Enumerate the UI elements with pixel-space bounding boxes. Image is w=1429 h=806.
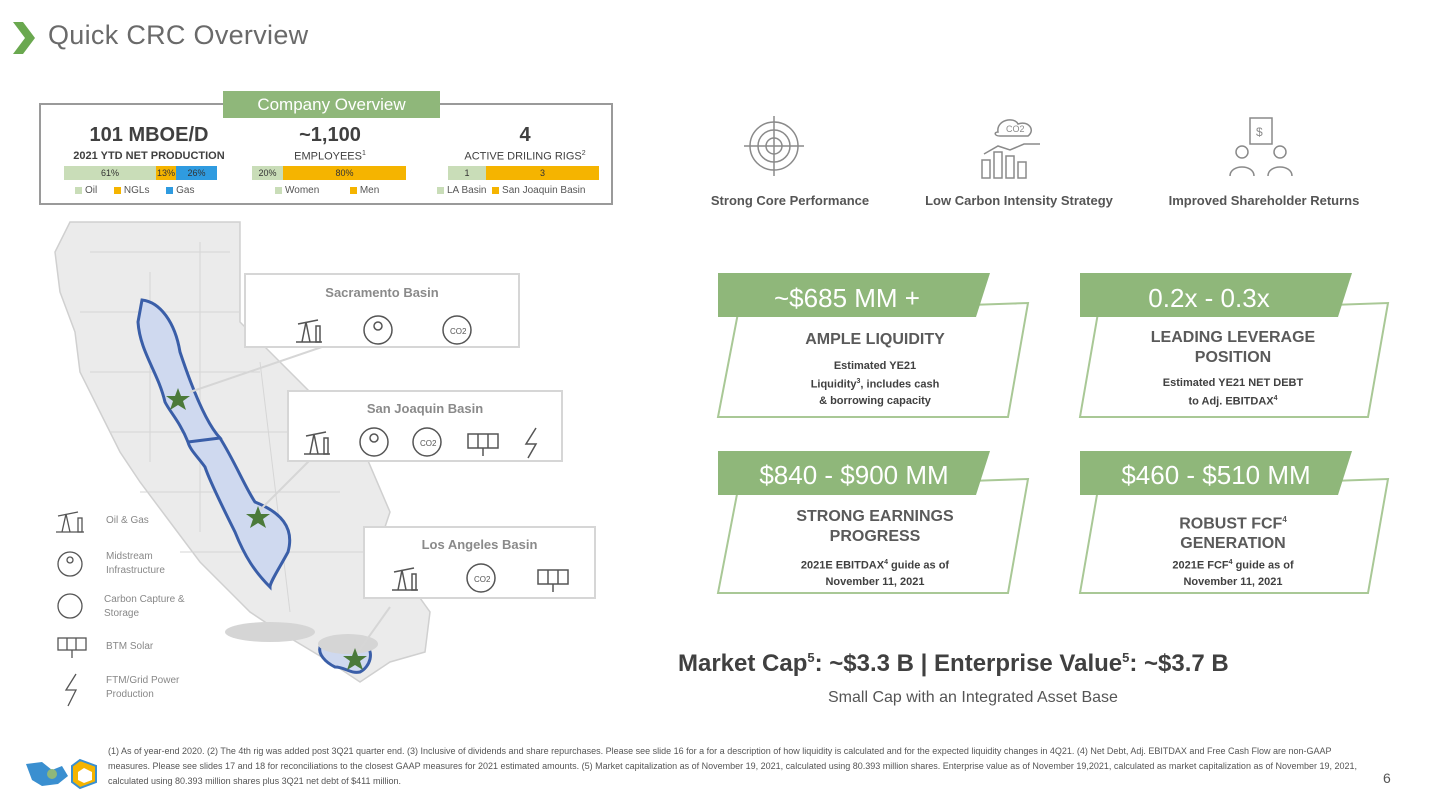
carbon-capture-icon: CO2 [466,563,496,593]
los-angeles-basin-title: Los Angeles Basin [421,537,538,552]
power-icon [524,427,538,459]
employees-bar-women: 20% [252,166,283,180]
page-title: Quick CRC Overview [48,20,309,50]
kpi-earnings-value: $840 - $900 MM [759,460,949,490]
shareholder-icon: $ [1229,117,1293,177]
production-bar-gas: 26% [176,166,217,180]
kpi-leverage-value: 0.2x - 0.3x [1148,283,1270,313]
rigs-value: 4 [519,124,531,146]
svg-text:$: $ [1256,125,1263,139]
kpi-fcf-value: $460 - $510 MM [1121,460,1311,490]
feature-strong-core: Strong Core Performance [710,193,870,208]
svg-text:CO2: CO2 [420,439,437,448]
midstream-icon [57,551,83,577]
production-legend: Oil NGLs Gas [75,185,194,196]
footnote-text: (1) As of year-end 2020. (2) The 4th rig… [108,746,1358,786]
svg-text:CO2: CO2 [1006,124,1025,134]
co2-chart-icon: CO2 [981,119,1040,179]
feature-shareholder: Improved Shareholder Returns [1168,193,1360,208]
power-icon [64,673,78,707]
rigs-label: ACTIVE DRILING RIGS2 [464,150,586,163]
sacramento-basin-icons: CO2 [296,315,472,345]
legend-oil-gas: Oil & Gas [106,515,149,526]
company-overview-tab: Company Overview [223,91,440,118]
map-legend-icons [56,511,87,707]
employees-value: ~1,100 [299,124,361,146]
employees-label: EMPLOYEES1 [294,150,366,163]
oil-gas-icon [392,567,418,591]
production-label: 2021 YTD NET PRODUCTION [73,150,225,162]
california-map [54,221,431,683]
kpi-card-outlines [716,273,1390,594]
employees-legend: Women Men [275,185,379,196]
chevron-right-icon [13,22,35,54]
feature-low-carbon: Low Carbon Intensity Strategy [925,193,1113,208]
oil-gas-icon [304,431,330,455]
target-icon [744,116,804,176]
sacramento-basin-box: Sacramento Basin [244,273,520,348]
rigs-legend: LA Basin San Joaquin Basin [437,185,585,196]
market-cap-subtitle: Small Cap with an Integrated Asset Base [828,689,1118,706]
los-angeles-basin-box: Los Angeles Basin [363,526,596,599]
kpi-liquidity-title: AMPLE LIQUIDITY [805,331,945,348]
sacramento-basin-title: Sacramento Basin [325,285,439,300]
carbon-capture-icon: CO2 [412,427,442,457]
oil-gas-icon [56,511,84,533]
employees-bar-men: 80% [283,166,406,180]
san-joaquin-basin-box: San Joaquin Basin [287,390,563,462]
oil-gas-icon [296,319,322,343]
production-bar-oil: 61% [64,166,156,180]
legend-carbon-capture: Carbon Capture &Storage [104,594,185,619]
midstream-icon [363,315,393,345]
carbon-capture-icon: CO2 [442,315,472,345]
production-value: 101 MBOE/D [89,124,209,146]
solar-icon [467,433,499,456]
los-angeles-basin-icons: CO2 [392,563,569,593]
market-cap-line: Market Cap5: ~$3.3 B | Enterprise Value5… [678,650,1229,677]
san-joaquin-basin-icons: CO2 [304,427,538,459]
page-number: 6 [1383,770,1391,786]
carbon-capture-icon [57,593,83,619]
san-joaquin-basin-title: San Joaquin Basin [366,401,484,416]
rigs-bar-sj: 3 [486,166,599,180]
rigs-bar-la: 1 [448,166,486,180]
svg-text:CO2: CO2 [450,327,467,336]
crc-logo-icon [26,758,97,790]
midstream-icon [359,427,389,457]
kpi-liquidity-value: ~$685 MM + [774,283,920,313]
legend-btm-solar: BTM Solar [106,641,154,652]
solar-icon [57,637,87,658]
production-bar-ngl: 13% [156,166,176,180]
svg-text:CO2: CO2 [474,575,491,584]
solar-icon [537,569,569,592]
